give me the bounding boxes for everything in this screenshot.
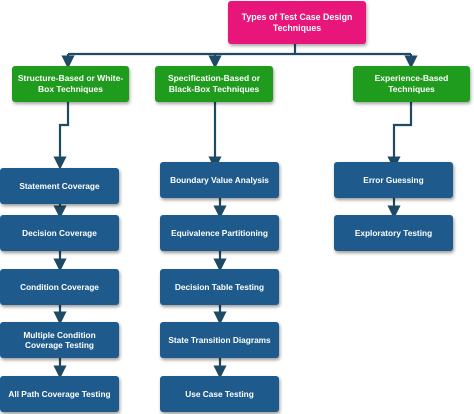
node-label: Statement Coverage	[19, 180, 100, 191]
node-label: Multiple Condition Coverage Testing	[23, 329, 96, 350]
node-label: Condition Coverage	[20, 281, 99, 292]
node-label: Decision Coverage	[22, 227, 97, 238]
root-label: Types of Test Case Design Techniques	[241, 11, 353, 33]
node-decision-table-testing: Decision Table Testing	[160, 269, 279, 305]
category-experience-based: Experience-Based Techniques	[353, 66, 470, 102]
node-label: All Path Coverage Testing	[8, 388, 111, 399]
node-label: Boundary Value Analysis	[170, 174, 269, 185]
node-label: Exploratory Testing	[354, 227, 433, 238]
category-label: Specification-Based or Black-Box Techniq…	[167, 73, 261, 94]
node-statement-coverage: Statement Coverage	[0, 168, 119, 204]
node-error-guessing: Error Guessing	[334, 162, 453, 198]
node-all-path-coverage-testing: All Path Coverage Testing	[0, 376, 119, 412]
node-equivalence-partitioning: Equivalence Partitioning	[160, 215, 279, 251]
node-use-case-testing: Use Case Testing	[160, 376, 279, 412]
node-label: Decision Table Testing	[174, 281, 265, 292]
category-label: Experience-Based Techniques	[374, 73, 449, 94]
node-label: Equivalence Partitioning	[171, 227, 268, 238]
root-node: Types of Test Case Design Techniques	[228, 1, 366, 44]
node-decision-coverage: Decision Coverage	[0, 215, 119, 251]
node-condition-coverage: Condition Coverage	[0, 269, 119, 305]
category-specification-based: Specification-Based or Black-Box Techniq…	[155, 66, 273, 102]
node-boundary-value-analysis: Boundary Value Analysis	[160, 162, 279, 198]
node-multiple-condition-coverage-testing: Multiple Condition Coverage Testing	[0, 322, 119, 358]
category-label: Structure-Based or White-Box Techniques	[17, 73, 124, 94]
node-label: Use Case Testing	[185, 388, 254, 399]
category-structure-based: Structure-Based or White-Box Techniques	[12, 66, 129, 102]
node-label: State Transition Diagrams	[168, 334, 271, 345]
node-state-transition-diagrams: State Transition Diagrams	[160, 322, 279, 358]
node-label: Error Guessing	[363, 174, 424, 185]
node-exploratory-testing: Exploratory Testing	[334, 215, 453, 251]
